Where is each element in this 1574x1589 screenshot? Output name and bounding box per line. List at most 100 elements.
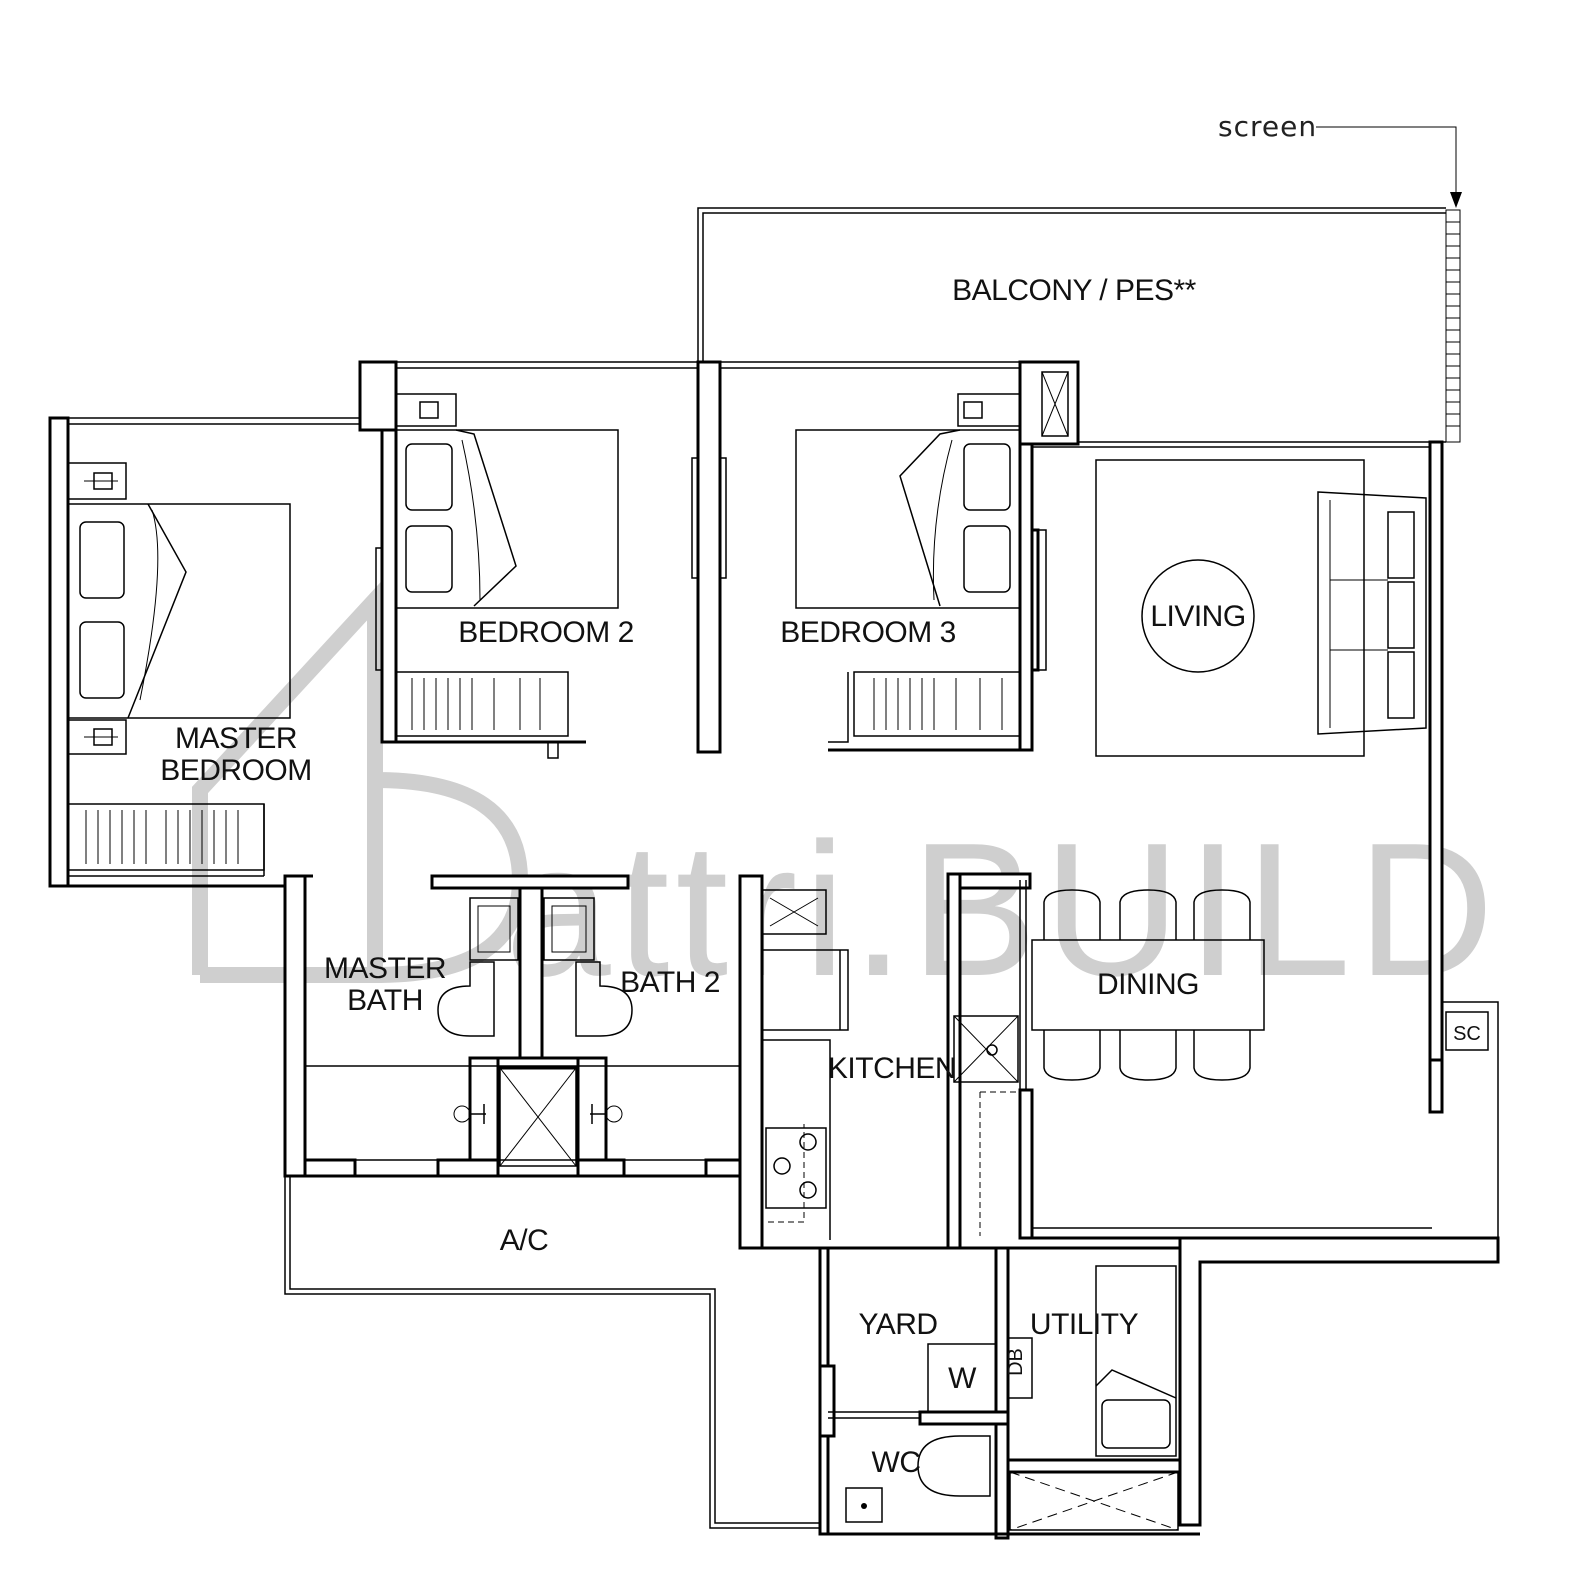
label-master-bath-1: MASTER <box>324 952 446 985</box>
kitchen: KITCHEN <box>761 889 1020 1240</box>
watermark-house-logo <box>192 579 529 983</box>
wardrobe-master-edge <box>68 804 265 877</box>
yard-wc-line <box>828 1411 920 1419</box>
kitchen-glass-partition <box>1019 880 1027 1090</box>
kitchen-shaft-cross <box>769 897 819 927</box>
switch-box-bed3 <box>957 393 1021 427</box>
label-db: DB <box>1005 1348 1027 1376</box>
doors <box>375 457 1444 1114</box>
bath-wall-seg3 <box>576 1158 626 1178</box>
screen-leader-line <box>1316 126 1457 200</box>
blanket-fold-bed2 <box>461 439 481 601</box>
kitchen-sink-cross <box>953 1015 1019 1083</box>
dining-chair-bottom-3 <box>1193 1030 1251 1081</box>
bath-window-lines <box>305 1065 740 1161</box>
kitchen-counter-left <box>762 1039 831 1240</box>
column-bedroom2 <box>358 360 398 432</box>
label-sc: SC <box>1453 1023 1481 1045</box>
kitchen-sink <box>953 1015 1019 1083</box>
db-box <box>1007 1337 1033 1399</box>
vanity-bath2 <box>543 897 595 961</box>
toilet-bath2 <box>575 961 633 1037</box>
blanket-fold-master <box>139 509 159 701</box>
wall-bedroom3-right <box>1018 442 1034 752</box>
door-bedroom2-sliding <box>691 457 699 579</box>
cooktop <box>765 1127 827 1209</box>
utility-blanket <box>1095 1369 1177 1399</box>
label-bedroom-2: BEDROOM 2 <box>458 616 634 649</box>
wall-master-left <box>48 416 70 888</box>
bedroom-3: BEDROOM 3 <box>780 393 1021 743</box>
service-area: W YARD DB UTILITY WC <box>845 1265 1177 1523</box>
label-living: LIVING <box>1150 600 1245 633</box>
watermark: attri.BUILD <box>192 579 1494 1016</box>
utility-pillow <box>1101 1399 1171 1449</box>
screen-label: screen <box>1218 110 1317 143</box>
service-shaft <box>499 1067 577 1167</box>
lamp-bed3 <box>963 401 983 419</box>
bathrooms: MASTER BATH BATH 2 <box>324 897 720 1124</box>
wall-yard-pier <box>818 1364 836 1438</box>
balcony-area <box>697 207 1446 448</box>
basin-bath2 <box>551 905 587 953</box>
dining-chair-top-1 <box>1043 889 1101 940</box>
bath-wall-seg1 <box>303 1158 357 1178</box>
dining-chair-top-2 <box>1119 889 1177 940</box>
sofa-cushion-1 <box>1387 511 1415 579</box>
pillow-master-2 <box>79 621 125 699</box>
ac-ledge-outline <box>284 1176 820 1529</box>
column-bedroom3 <box>1018 360 1080 446</box>
wardrobe-bed2 <box>395 671 569 737</box>
bed-master <box>67 503 291 719</box>
wall-utility-left <box>994 1246 1010 1540</box>
shaft-bedroom3 <box>1041 371 1069 437</box>
bath-wall-seg4 <box>704 1158 744 1178</box>
wardrobe-bed3-edge <box>828 672 849 743</box>
bed-2 <box>395 429 619 609</box>
kitchen-shaft <box>761 889 827 935</box>
vanity-master-bath <box>469 897 519 961</box>
dining-table <box>1031 939 1265 1031</box>
walls <box>48 360 1500 1540</box>
master-bedroom: MASTER BEDROOM <box>67 462 312 877</box>
label-bath-2: BATH 2 <box>620 966 720 999</box>
hangers-master <box>85 810 239 864</box>
label-wc: WC <box>872 1446 921 1479</box>
fridge <box>762 949 849 1031</box>
blanket-bed2 <box>455 429 517 607</box>
wall-utility-bottom <box>1006 1458 1182 1474</box>
balcony-parapet <box>697 207 1446 362</box>
living-table <box>1141 559 1255 673</box>
door-main <box>1428 1058 1444 1114</box>
wall-bath-left <box>283 874 307 1178</box>
wall-bedroom2-left <box>380 428 398 744</box>
balcony-edge <box>1030 441 1446 448</box>
basin-master-bath <box>477 905 511 953</box>
screen-panel <box>1445 209 1461 443</box>
label-ac: A/C <box>500 1224 549 1257</box>
lamp-bed2 <box>419 401 439 419</box>
label-balcony: BALCONY / PES** <box>952 274 1197 307</box>
wall-kitchen-dining-pier <box>1018 1088 1034 1240</box>
wall-sc-box <box>1442 1001 1499 1262</box>
wall-master-top-window <box>68 417 362 425</box>
pillow-bed2-2 <box>405 525 453 593</box>
hangers-bed2 <box>411 678 541 730</box>
pillow-bed2-1 <box>405 443 453 511</box>
sofa-cushion-3 <box>1387 651 1415 719</box>
switch-box-master-bottom <box>67 719 127 755</box>
dining-chair-bottom-1 <box>1043 1030 1101 1081</box>
sofa-cushion-2 <box>1387 581 1415 649</box>
utility-shaft <box>1009 1471 1179 1531</box>
switch-box-master-top <box>67 462 127 500</box>
label-kitchen: KITCHEN <box>828 1052 956 1085</box>
screen-hatching <box>1446 221 1460 427</box>
label-utility: UTILITY <box>1030 1308 1139 1341</box>
burner-2-icon <box>773 1157 791 1175</box>
basin-wc-drain-icon <box>861 1503 867 1509</box>
door-bedroom3-sliding <box>719 457 727 579</box>
sofa-outline <box>1317 491 1427 735</box>
kitchen-counter-right-dashed <box>979 1091 1020 1236</box>
label-master-bedroom-2: BEDROOM <box>160 754 312 787</box>
bedroom-2: BEDROOM 2 <box>395 393 634 737</box>
